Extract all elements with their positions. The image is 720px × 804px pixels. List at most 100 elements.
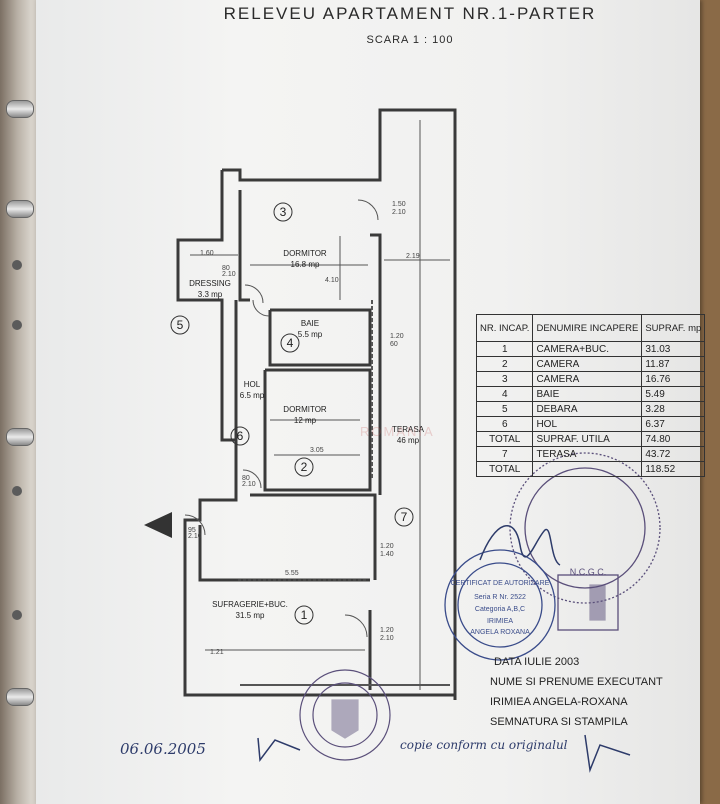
table-cell: [532, 461, 643, 477]
executant-block: DATA IULIE 2003 NUME SI PRENUME EXECUTAN…: [490, 652, 663, 732]
table-cell: BAIE: [532, 386, 643, 402]
watermark-text: ROMANIA: [360, 424, 435, 439]
svg-text:1.50: 1.50: [392, 201, 406, 208]
signature-executant: [257, 525, 631, 773]
surface-table: NR. INCAP. DENUMIRE INCAPERE SUPRAF. mp …: [475, 314, 706, 477]
punch-hole: [12, 486, 22, 496]
table-cell: 43.72: [641, 446, 706, 462]
room-label-area: 16.8 mp: [291, 260, 320, 269]
stamp-auth-serie: Seria R Nr. 2522: [474, 594, 526, 601]
svg-text:95: 95: [188, 527, 196, 534]
table-cell: 3.28: [641, 401, 706, 417]
table-cell: DEBARA: [532, 401, 643, 417]
table-row: 6 HOL 6.37: [475, 416, 706, 432]
svg-text:5.55: 5.55: [285, 570, 299, 577]
table-row: 5 DEBARA 3.28: [475, 401, 706, 417]
room-number: 6: [237, 429, 244, 443]
table-cell: TOTAL: [475, 461, 534, 477]
binder-ring: [6, 688, 34, 706]
room-label-name: DORMITOR: [283, 249, 327, 258]
punch-hole: [12, 610, 22, 620]
table-cell: 7: [475, 446, 534, 462]
table-cell: 118.52: [641, 461, 706, 477]
svg-text:1.20: 1.20: [380, 627, 394, 634]
room-label-name: TERASA: [392, 425, 425, 434]
svg-text:80: 80: [222, 265, 230, 272]
table-cell: 2: [475, 356, 534, 372]
room-label-area: 31.5 mp: [236, 611, 265, 620]
room-label-name: DRESSING: [189, 279, 231, 288]
room-number: 5: [177, 318, 184, 332]
table-row: 4 BAIE 5.49: [475, 386, 706, 402]
table-cell: CAMERA: [532, 371, 643, 387]
table-cell: 74.80: [641, 431, 706, 447]
svg-text:60: 60: [390, 341, 398, 348]
table-cell: 6.37: [641, 416, 706, 432]
plan-date: DATA IULIE 2003: [494, 656, 580, 668]
stamp-auth-name: IRIMIEA: [487, 618, 513, 625]
table-header: SUPRAF. mp: [641, 314, 706, 342]
svg-text:2.10: 2.10: [188, 533, 202, 540]
punch-hole: [12, 320, 22, 330]
room-label-area: 5.5 mp: [298, 330, 323, 339]
stamp-round-seal: [299, 669, 391, 761]
executant-name: IRIMIEA ANGELA-ROXANA: [490, 696, 628, 708]
room-number: 4: [287, 336, 294, 350]
signature-label: SEMNATURA SI STAMPILA: [490, 716, 628, 728]
svg-text:2.10: 2.10: [380, 635, 394, 642]
svg-text:2.10: 2.10: [392, 209, 406, 216]
table-header-row: NR. INCAP. DENUMIRE INCAPERE SUPRAF. mp: [475, 314, 706, 342]
table-row: 3 CAMERA 16.76: [475, 371, 706, 387]
room-label-area: 3.3 mp: [198, 290, 223, 299]
table-row-total: TOTAL 118.52: [475, 461, 706, 477]
plan-scale: SCARA 1 : 100: [366, 34, 454, 46]
room-label-name: BAIE: [301, 319, 319, 328]
table-cell: 6: [475, 416, 534, 432]
svg-text:1.60: 1.60: [200, 250, 214, 257]
door-swings: [184, 120, 450, 690]
table-cell: 1: [475, 341, 534, 357]
svg-text:2.10: 2.10: [222, 271, 236, 278]
stamp-authorization: CERTIFICAT DE AUTORIZARE Seria R Nr. 252…: [444, 549, 556, 661]
table-row-terrace: 7 TERASA 43.72: [475, 446, 706, 462]
stamp-auth-category: Categoria A,B,C: [475, 606, 525, 613]
table-cell: 3: [475, 371, 534, 387]
binder-ring: [6, 428, 34, 446]
table-cell: SUPRAF. UTILA: [532, 431, 643, 447]
room-label-name: HOL: [244, 380, 261, 389]
plan-title: RELEVEU APARTAMENT NR.1-PARTER: [223, 4, 597, 23]
stamp-auth-text: CERTIFICAT DE AUTORIZARE: [451, 580, 550, 587]
table-cell: HOL: [532, 416, 643, 432]
room-number: 2: [301, 460, 308, 474]
table-cell: CAMERA+BUC.: [532, 341, 643, 357]
svg-text:1.21: 1.21: [210, 649, 224, 656]
room-label-name: SUFRAGERIE+BUC.: [212, 600, 288, 609]
table-cell: CAMERA: [532, 356, 643, 372]
room-label-area: 46 mp: [397, 436, 420, 445]
table-header: NR. INCAP.: [475, 314, 534, 342]
handwritten-note: copie conform cu originalul: [400, 738, 568, 752]
table-cell: 4: [475, 386, 534, 402]
stamp-ncgc: N.C.G.C.: [509, 452, 661, 631]
handwritten-date: 06.06.2005: [120, 740, 206, 758]
room-label-name: DORMITOR: [283, 405, 327, 414]
entrance-arrow-icon: [144, 512, 172, 538]
binder-ring: [6, 200, 34, 218]
room-number: 3: [280, 205, 287, 219]
stamp-auth-name2: ANGELA ROXANA: [470, 629, 530, 636]
table-cell: 11.87: [641, 356, 706, 372]
svg-text:4.10: 4.10: [325, 277, 339, 284]
svg-text:1.20: 1.20: [390, 333, 404, 340]
svg-text:2.19: 2.19: [406, 253, 420, 260]
walls: [176, 108, 457, 700]
stamp-ncgc-label: N.C.G.C.: [570, 567, 607, 577]
room-label-area: 12 mp: [294, 416, 317, 425]
room-number: 1: [301, 608, 308, 622]
table-cell: 5: [475, 401, 534, 417]
room-number: 7: [401, 510, 408, 524]
binder-ring: [6, 100, 34, 118]
table-cell: 31.03: [641, 341, 706, 357]
room-number-markers: 3 5 4 6 2 7 1: [170, 202, 414, 625]
